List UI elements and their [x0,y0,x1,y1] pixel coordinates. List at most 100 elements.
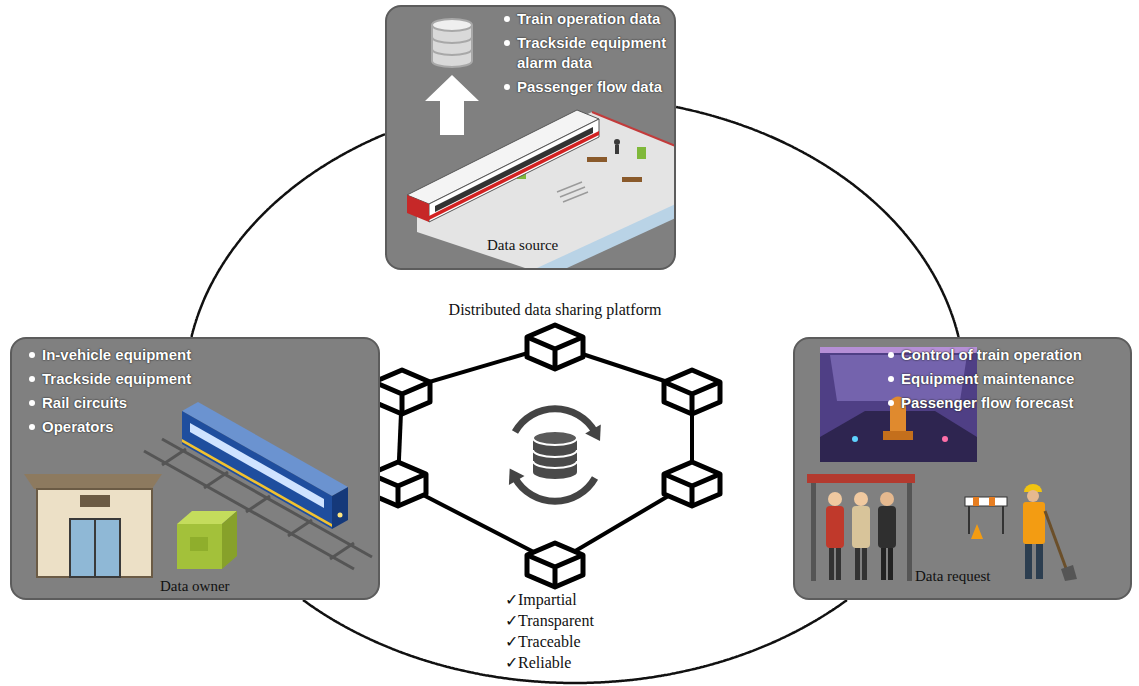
bullet-item: Trackside equipment [28,369,258,389]
bullet-list: In-vehicle equipmentTrackside equipmentR… [28,345,258,437]
bullet-dot [29,352,35,358]
node-cubes-part [527,325,583,369]
property-check: ✓Transparent [505,611,594,631]
bullet-text: Trackside equipment alarm data [517,34,666,71]
station-building-part [24,474,162,489]
station-building-part [94,519,96,577]
station-bins-part [637,147,646,159]
waiting-passengers-part [888,548,893,580]
bus-shelter [807,474,915,581]
bullet-item: Trackside equipment alarm data [503,33,673,73]
bullet-text: In-vehicle equipment [42,346,191,363]
node-cubes-part [664,370,720,414]
property-check: ✓Reliable [505,653,571,673]
bullet-item: Passenger flow forecast [887,393,1127,413]
equipment-box-part [177,524,222,569]
bullet-text: Trackside equipment [42,370,191,387]
property-check: ✓Impartial [505,590,577,610]
waiting-passengers-part [855,548,860,580]
road-barrier-part [973,497,979,506]
property-check: ✓Traceable [505,632,581,652]
database-icon-part [432,37,472,55]
equipment-box-part [190,537,208,551]
road-barrier-part [971,524,983,539]
platform-glass [537,203,674,268]
station-people-part [615,145,619,154]
road-barrier-part [1002,506,1004,534]
equipment-box-part [222,511,237,569]
ring-arc [191,134,385,337]
bullet-item: Equipment maintenance [887,369,1127,389]
waiting-passengers-part [854,492,868,506]
track-worker [1023,484,1077,581]
station-train-part [435,127,593,212]
bus-shelter-part [907,483,912,581]
waiting-passengers-part [878,506,896,548]
bullet-text: Passenger flow forecast [901,394,1074,411]
road-barrier-part [965,497,1007,506]
bullet-list: Train operation dataTrackside equipment … [503,9,673,97]
upload-arrow [425,75,479,135]
rail-track-part [204,472,228,488]
road-barrier [965,497,1007,539]
sync-arrows-part [509,469,525,486]
panel-caption: Data source [487,236,558,254]
hexagon-links [398,345,692,563]
station-building-part [70,519,120,577]
group-panel: Train operation dataTrackside equipment … [385,5,676,270]
bullet-text: Train operation data [517,10,660,27]
station-benches-part [587,157,607,162]
blue-train-part [332,487,348,529]
bullet-list: Control of train operationEquipment main… [887,345,1127,413]
node-cubes [370,325,720,587]
bullet-dot [888,376,894,382]
sync-arrows-part [585,425,601,442]
bullet-item: In-vehicle equipment [28,345,258,365]
rail-track-part [330,543,354,559]
rail-track-part [246,496,270,512]
station-building-part [80,495,110,507]
bullet-dot [29,376,35,382]
database-icon-part [432,19,472,31]
bus-shelter-part [811,483,816,581]
bullet-dot [888,352,894,358]
bullet-dot [888,400,894,406]
bullet-item: Rail circuits [28,393,258,413]
station-stairs-part [563,192,588,202]
blue-train-part [190,423,324,508]
station-building [24,474,162,577]
central-database [533,431,577,479]
sync-arrows [509,409,601,502]
waiting-passengers-part [829,548,834,580]
waiting-passengers-part [852,506,870,548]
waiting-passengers-part [881,548,886,580]
track-worker-part [1045,511,1067,571]
station-train-part [407,110,599,204]
station-people-part [614,139,620,145]
bullet-text: Operators [42,418,114,435]
bullet-item: Train operation data [503,9,673,29]
node-cubes-part [374,370,430,414]
track-worker-part [1036,544,1043,579]
bullet-text: Passenger flow data [517,78,662,95]
platform-edge [592,112,674,147]
station-train-part [429,119,599,222]
track-worker-part [1025,544,1032,579]
track-worker-part [1023,502,1045,544]
bullet-dot [29,400,35,406]
track-worker-part [1061,565,1077,581]
bullet-text: Rail circuits [42,394,127,411]
ring-arc [676,107,959,337]
bullet-item: Passenger flow data [503,77,673,97]
waiting-passengers-part [836,548,841,580]
cockpit-picture-part [883,431,913,440]
bullet-dot [504,84,510,90]
node-cubes-part [664,462,720,506]
road-barrier-part [968,506,970,534]
waiting-passengers-part [826,506,844,548]
sync-arrows-part [515,478,595,501]
station-stairs [557,182,588,202]
database-icon [432,19,472,67]
group-panel: In-vehicle equipmentTrackside equipmentR… [10,337,380,600]
